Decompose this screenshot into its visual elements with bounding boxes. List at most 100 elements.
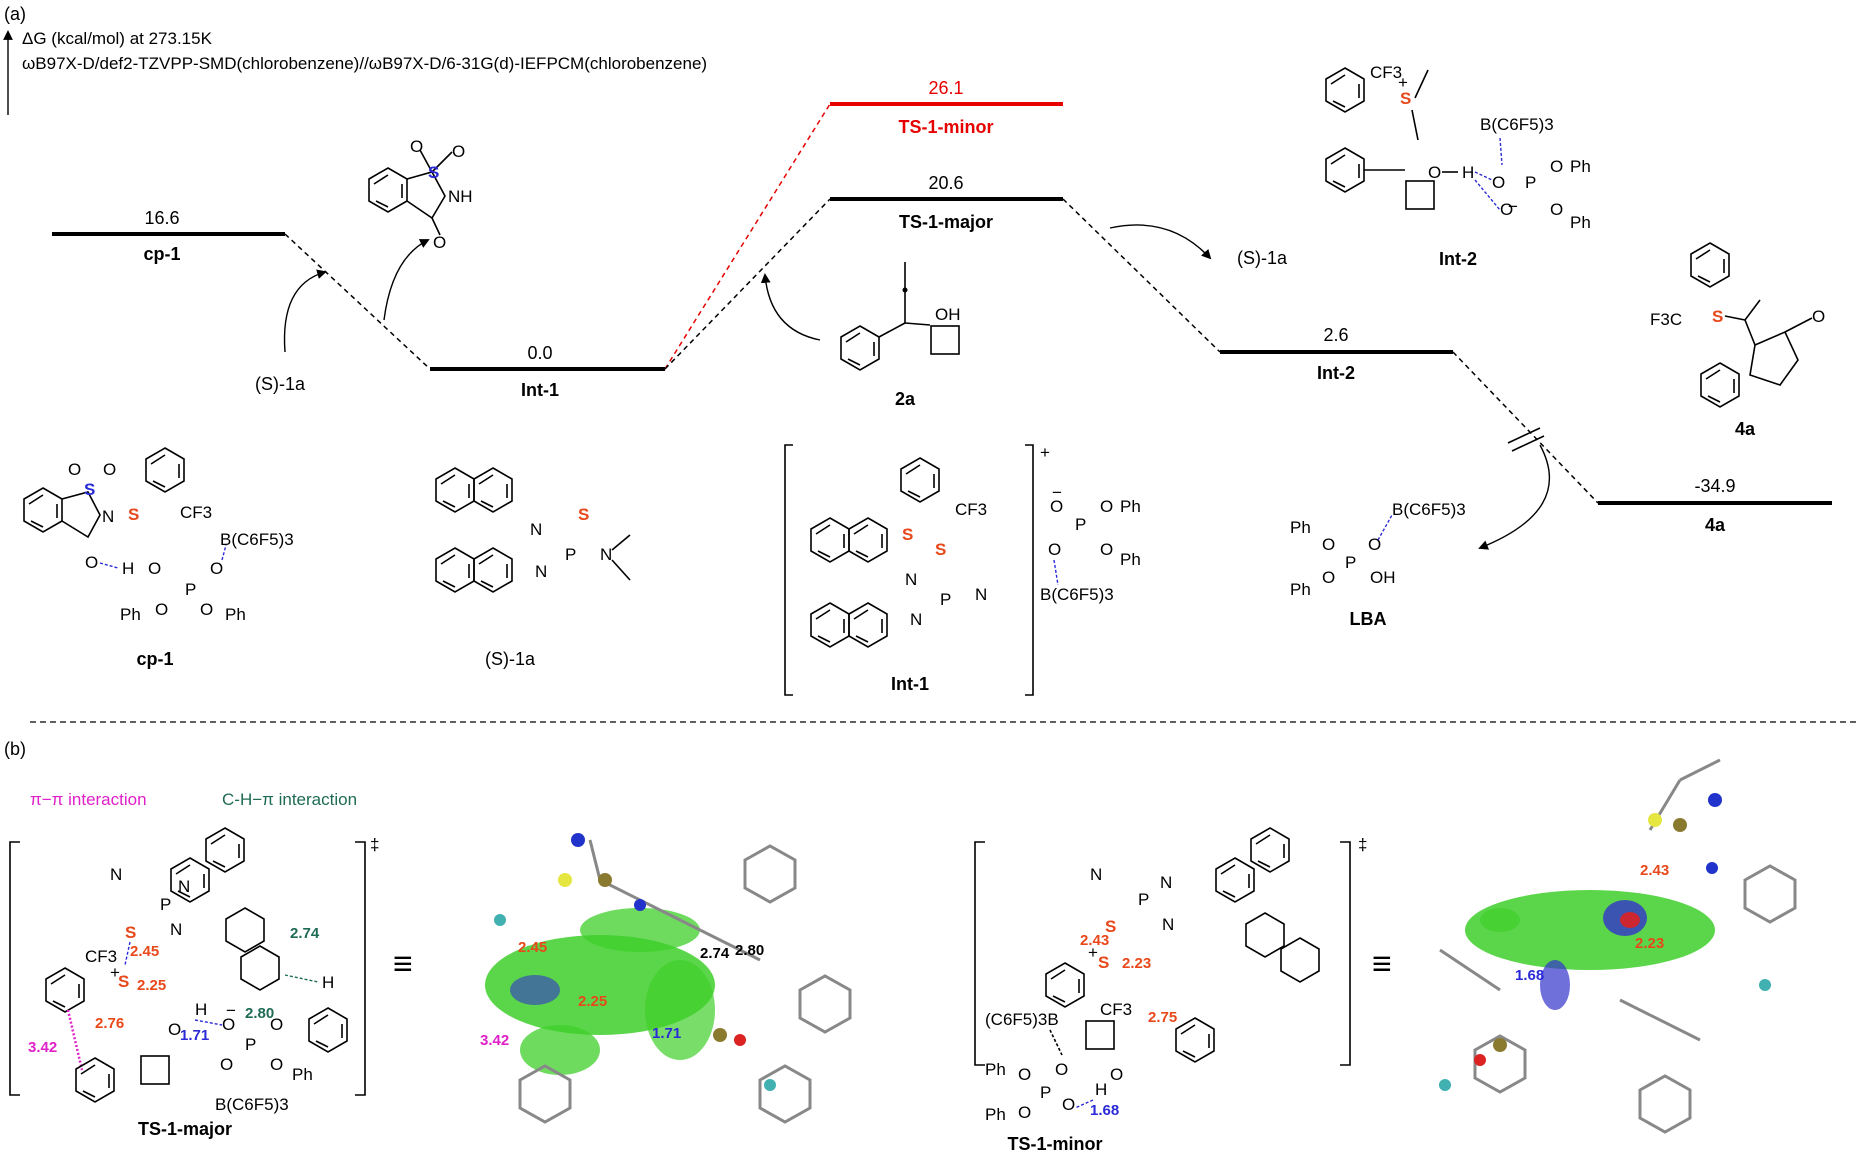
svg-text:S: S <box>902 525 913 544</box>
svg-text:-34.9: -34.9 <box>1694 476 1735 496</box>
svg-text:P: P <box>1525 173 1536 192</box>
svg-text:B(C6F5)3: B(C6F5)3 <box>1040 585 1114 604</box>
ts1-major-nci-render: 2.45 2.25 2.74 2.80 1.71 3.42 <box>480 833 852 1124</box>
svg-text:−: − <box>226 1001 236 1020</box>
svg-text:4a: 4a <box>1735 419 1756 439</box>
break-mark <box>1507 427 1545 452</box>
svg-text:2.25: 2.25 <box>137 977 166 994</box>
lba-structure: Ph O P O B(C6F5)3 O Ph OH LBA <box>1290 500 1466 629</box>
svg-text:+: + <box>1088 943 1098 962</box>
svg-text:S: S <box>118 972 129 991</box>
svg-text:TS-1-major: TS-1-major <box>899 212 993 232</box>
svg-text:O: O <box>103 460 116 479</box>
path-connectors <box>284 103 1599 504</box>
svg-text:N: N <box>1090 865 1102 884</box>
svg-text:LBA: LBA <box>1350 609 1387 629</box>
svg-text:2.74: 2.74 <box>700 945 730 962</box>
ch-pi-legend: C-H−π interaction <box>222 790 357 809</box>
ts1-major-2d-structure: ‡ N P N N S 2.45 S + 2.25 2.76 CF3 3.42 … <box>9 827 379 1139</box>
svg-text:S: S <box>1712 307 1723 326</box>
svg-text:O: O <box>1050 497 1063 516</box>
energy-level-ts1-minor: 26.1 TS-1-minor <box>830 78 1063 137</box>
svg-text:Ph: Ph <box>292 1065 313 1084</box>
svg-text:cp-1: cp-1 <box>136 649 173 669</box>
int1-structure: + CF3 S S N P N N Int-1 <box>784 443 1050 696</box>
svg-text:O: O <box>220 1055 233 1074</box>
svg-text:CF3: CF3 <box>955 500 987 519</box>
svg-text:N: N <box>1160 873 1172 892</box>
svg-text:Ph: Ph <box>1290 518 1311 537</box>
svg-text:P: P <box>245 1035 256 1054</box>
svg-text:2.23: 2.23 <box>1122 955 1151 972</box>
svg-text:Ph: Ph <box>1570 157 1591 176</box>
panel-b-label: (b) <box>4 739 26 759</box>
svg-text:P: P <box>565 545 576 564</box>
svg-text:Ph: Ph <box>985 1060 1006 1079</box>
svg-text:B(C6F5)3: B(C6F5)3 <box>220 530 294 549</box>
svg-text:S: S <box>84 480 95 499</box>
curved-arrows <box>283 224 1550 550</box>
svg-text:H: H <box>322 973 334 992</box>
cp1-structure: S O O N S CF3 O H O P O B(C6F5)3 O O Ph … <box>23 447 294 669</box>
svg-text:2.23: 2.23 <box>1635 935 1664 952</box>
svg-text:Ph: Ph <box>1120 550 1141 569</box>
svg-text:3.42: 3.42 <box>28 1039 57 1056</box>
svg-text:cp-1: cp-1 <box>143 244 180 264</box>
svg-text:N: N <box>910 610 922 629</box>
svg-text:O: O <box>1055 1060 1068 1079</box>
svg-text:Ph: Ph <box>1290 580 1311 599</box>
svg-text:P: P <box>185 580 196 599</box>
svg-text:26.1: 26.1 <box>928 78 963 98</box>
svg-text:O: O <box>1550 200 1563 219</box>
svg-text:O: O <box>85 553 98 572</box>
svg-text:O: O <box>210 559 223 578</box>
svg-text:Int-2: Int-2 <box>1439 249 1477 269</box>
equiv-sign-major: ≡ <box>393 945 413 983</box>
svg-text:O: O <box>1110 1065 1123 1084</box>
svg-text:S: S <box>1400 89 1411 108</box>
phosphate-borate-anion: O − P O Ph O Ph O B(C6F5)3 <box>1040 483 1141 604</box>
svg-text:O: O <box>1048 540 1061 559</box>
s1a-structure: N N P S N (S)-1a <box>435 467 631 669</box>
svg-text:1.68: 1.68 <box>1515 967 1544 984</box>
ts1-minor-nci-render: 2.43 1.68 2.23 <box>1439 758 1797 1134</box>
svg-text:1.68: 1.68 <box>1090 1102 1119 1119</box>
svg-text:+: + <box>1040 443 1050 462</box>
svg-text:+: + <box>1398 73 1408 92</box>
svg-text:S: S <box>1098 953 1109 972</box>
reagent-s1a-left: (S)-1a <box>255 374 306 394</box>
svg-text:Ph: Ph <box>1570 213 1591 232</box>
svg-text:1.71: 1.71 <box>652 1025 681 1042</box>
svg-text:OH: OH <box>935 305 961 324</box>
svg-text:16.6: 16.6 <box>144 208 179 228</box>
svg-text:1.71: 1.71 <box>180 1027 209 1044</box>
svg-text:N: N <box>102 507 114 526</box>
svg-text:2.80: 2.80 <box>735 942 764 959</box>
svg-text:P: P <box>160 895 171 914</box>
svg-text:O: O <box>222 1015 235 1034</box>
svg-text:B(C6F5)3: B(C6F5)3 <box>1392 500 1466 519</box>
svg-text:O: O <box>1500 200 1513 219</box>
svg-text:Ph: Ph <box>225 605 246 624</box>
svg-text:2.76: 2.76 <box>95 1015 124 1032</box>
svg-text:2.6: 2.6 <box>1323 325 1348 345</box>
svg-text:4a: 4a <box>1705 515 1726 535</box>
svg-text:−: − <box>1508 197 1518 216</box>
svg-text:O: O <box>1550 157 1563 176</box>
energy-level-4a: -34.9 4a <box>1598 476 1832 535</box>
svg-text:O: O <box>270 1055 283 1074</box>
svg-text:S: S <box>1105 917 1116 936</box>
compound-2a-structure: OH 2a <box>840 262 961 409</box>
axis-title: ΔG (kcal/mol) at 273.15K <box>22 29 213 48</box>
svg-text:S: S <box>128 505 139 524</box>
svg-text:H: H <box>1095 1080 1107 1099</box>
svg-text:H: H <box>195 1000 207 1019</box>
svg-text:S: S <box>428 163 439 182</box>
svg-text:N: N <box>1162 915 1174 934</box>
svg-text:B(C6F5)3: B(C6F5)3 <box>215 1095 289 1114</box>
svg-text:N: N <box>905 570 917 589</box>
svg-text:O: O <box>1428 163 1441 182</box>
svg-text:Ph: Ph <box>1120 497 1141 516</box>
svg-text:O: O <box>433 233 446 252</box>
saccharin-structure: S O O NH O <box>368 137 473 252</box>
